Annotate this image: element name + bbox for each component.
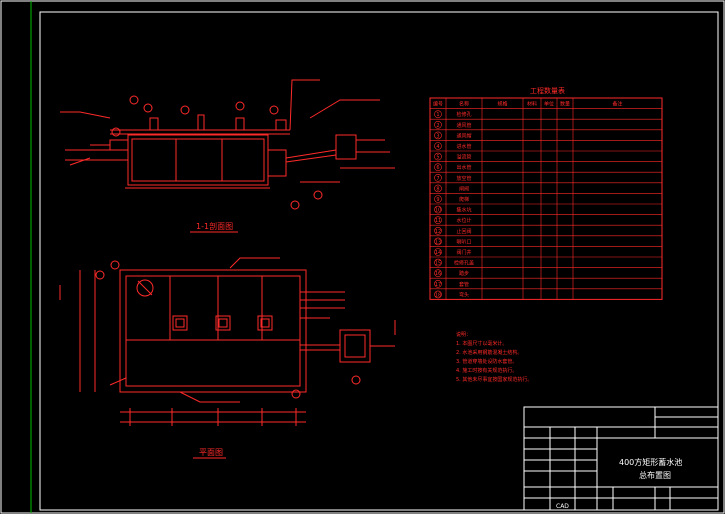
item-number-balloon [434, 163, 442, 171]
table-header-cell: 名称 [459, 101, 469, 108]
item-number-balloon [434, 142, 442, 150]
item-number-balloon [434, 205, 442, 214]
table-cell: 3 [436, 133, 439, 139]
design-notes: 说明： 1. 本图尺寸以毫米计。 2. 水池采用钢筋混凝土结构。 3. 管道穿墙处设防… [456, 331, 532, 383]
item-number-balloon [434, 248, 442, 256]
notes-heading: 说明： [456, 331, 471, 338]
notes-line: 4. 施工时按有关规范执行。 [456, 367, 517, 374]
table-header-cell: 数量 [560, 101, 570, 108]
plan-title: 平面图 [199, 448, 223, 457]
item-number-balloon [434, 195, 442, 203]
table-cell: 14 [435, 250, 441, 256]
section-view [60, 79, 395, 210]
table-cell: 闸阀 [459, 185, 469, 192]
table-cell: 8 [436, 186, 439, 192]
table-cell: 集水坑 [456, 207, 471, 214]
item-number-balloon [434, 121, 442, 129]
table-cell: 7 [436, 176, 439, 182]
table-cell: 10 [435, 208, 441, 214]
item-number-balloon [434, 269, 442, 278]
item-number-balloon [434, 227, 442, 235]
item-number-balloon [434, 184, 442, 193]
item-number-balloon [434, 174, 442, 182]
table-cell: 18 [435, 292, 441, 298]
table-cell: 13 [435, 239, 441, 245]
table-cell: 弯头 [459, 291, 469, 298]
material-table: 编号 名称 规格 材料单位数量 备注 1 检修孔 2 通风管 3 通风帽 4 进水管 5 溢流管 6 出水管 7 放… [429, 97, 663, 300]
table-border [429, 97, 663, 300]
table-cell: 1 [436, 112, 439, 118]
table-cell: 5 [436, 155, 439, 161]
item-number-balloon [434, 131, 442, 140]
notes-line: 2. 水池采用钢筋混凝土结构。 [456, 349, 522, 356]
table-cell: 2 [436, 123, 439, 129]
table-cell: 6 [436, 165, 439, 171]
project-title-line2: 总布置图 [639, 470, 671, 480]
table-cell: 出水管 [456, 164, 471, 171]
table-header-cell: 单位 [544, 101, 554, 108]
table-header-cell: 备注 [612, 101, 622, 108]
table-cell: 17 [435, 282, 441, 288]
table-cell: 爬梯 [459, 196, 469, 203]
table-cell: 踏步 [459, 270, 469, 277]
table-cell: 套管 [459, 281, 469, 288]
drawing-frame [39, 11, 719, 511]
table-cell: 溢流管 [456, 154, 471, 161]
table-cell: 12 [435, 229, 441, 235]
table-cell: 水位计 [456, 217, 471, 224]
table-cell: 阀门井 [456, 249, 471, 256]
item-number-balloon [434, 237, 442, 246]
table-cell: 喇叭口 [456, 238, 471, 245]
notes-line: 5. 其他未尽事宜按国家规范执行。 [456, 376, 532, 383]
item-number-balloon [434, 279, 442, 288]
table-title: 工程数量表 [530, 86, 565, 95]
table-cell: 进水管 [456, 143, 471, 150]
software-label: CAD [556, 503, 569, 510]
item-number-balloon [434, 152, 442, 161]
table-cell: 放空管 [456, 175, 471, 182]
table-cell: 止回阀 [456, 228, 471, 235]
table-cell: 通风帽 [456, 132, 471, 139]
item-number-balloon [434, 216, 442, 224]
table-cell: 通风管 [456, 122, 471, 129]
item-number-balloon [434, 290, 442, 299]
table-header-cell: 编号 [433, 101, 443, 108]
plan-view [59, 257, 396, 426]
item-number-balloon [434, 258, 442, 267]
notes-line: 3. 管道穿墙处设防水套管。 [456, 358, 517, 365]
table-header-cell: 材料 [527, 101, 537, 108]
table-header-cell: 规格 [497, 101, 507, 108]
table-cell: 15 [435, 261, 441, 267]
table-cell: 检修孔盖 [454, 260, 474, 267]
table-cell: 检修孔 [456, 111, 471, 118]
title-block [523, 406, 719, 511]
notes-line: 1. 本图尺寸以毫米计。 [456, 340, 507, 347]
item-number-balloon [434, 110, 442, 118]
table-cell: 11 [435, 218, 441, 224]
section-title: 1-1剖面图 [196, 221, 233, 231]
table-cell: 9 [436, 197, 439, 203]
project-title-line1: 400方矩形蓄水池 [619, 457, 682, 467]
table-cell: 16 [435, 271, 441, 277]
table-cell: 4 [436, 144, 439, 150]
